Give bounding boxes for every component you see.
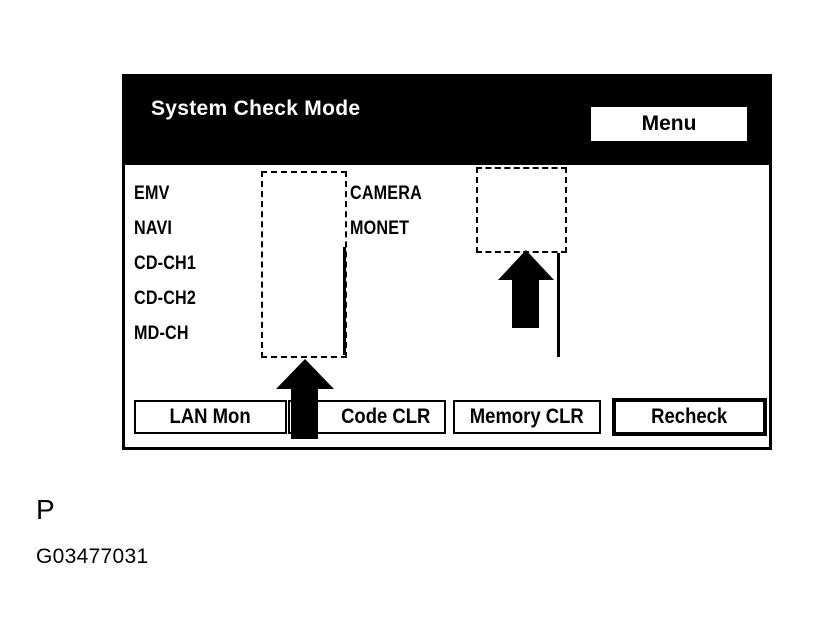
memory-clr-label: Memory CLR [470, 405, 584, 428]
screen-title: System Check Mode [151, 97, 361, 120]
system-check-screen: System Check Mode Menu EMV NAVI CD-CH1 C… [122, 74, 772, 450]
device-label-camera: CAMERA [350, 183, 422, 204]
device-label-cd-ch2: CD-CH2 [134, 288, 197, 309]
lan-mon-label: LAN Mon [169, 405, 252, 428]
up-arrow-icon [276, 359, 334, 439]
status-column-line-right [557, 253, 560, 357]
status-column-highlight-left [261, 171, 347, 358]
recheck-label: Recheck [651, 405, 728, 428]
memory-clr-button[interactable]: Memory CLR [453, 400, 601, 434]
up-arrow-icon [498, 250, 554, 328]
code-clr-label: Code CLR [340, 405, 430, 428]
caption-letter: P [36, 494, 55, 525]
device-label-navi: NAVI [134, 218, 173, 239]
device-label-cd-ch1: CD-CH1 [134, 253, 197, 274]
figure-id: G03477031 [36, 545, 149, 568]
status-column-highlight-right [476, 167, 567, 253]
device-label-md-ch: MD-CH [134, 323, 189, 344]
lan-mon-button[interactable]: LAN Mon [134, 400, 287, 434]
recheck-button[interactable]: Recheck [612, 398, 767, 436]
device-label-monet: MONET [350, 218, 410, 239]
menu-button[interactable]: Menu [591, 107, 747, 141]
title-bar: System Check Mode Menu [125, 77, 769, 165]
status-column-line-left [343, 247, 346, 355]
device-label-emv: EMV [134, 183, 170, 204]
